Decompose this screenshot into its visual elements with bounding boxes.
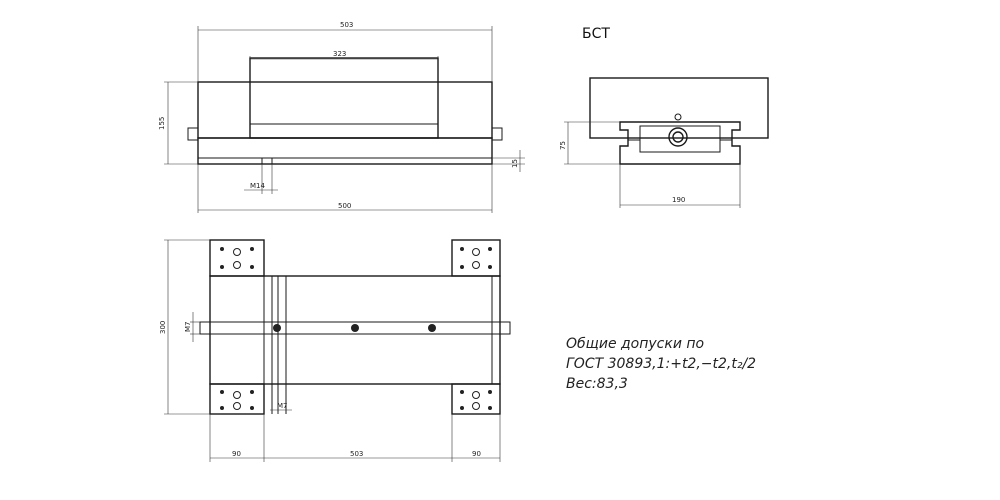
plan-ear-top-right	[451, 239, 501, 277]
dim-thread-plan-left: M7	[184, 322, 192, 333]
dim-slot-depth: 15	[511, 159, 519, 168]
dim-plan-right-ear: 90	[472, 450, 481, 458]
plan-ear-top-left	[209, 239, 265, 277]
dim-side-height: 75	[559, 141, 567, 150]
front-view: 503 323 155 15 M14 500	[158, 21, 525, 213]
plan-shaft-end-right	[499, 321, 511, 335]
plan-shaft-hole	[351, 324, 359, 332]
plan-ear-bottom-left	[209, 383, 265, 415]
plan-shaft-hole	[273, 324, 281, 332]
side-view: 75 190	[559, 77, 769, 208]
dim-thread-plan-bottom: M7	[277, 402, 288, 410]
side-small-hole	[674, 113, 682, 121]
drawing-title: БСТ	[582, 26, 610, 42]
dim-base-length: 500	[338, 202, 351, 210]
side-screw-inner	[672, 131, 684, 143]
front-body	[197, 81, 493, 139]
plan-ear-bottom-right	[451, 383, 501, 415]
note-line-1: Общие допуски по	[566, 336, 704, 352]
front-shaft-right	[491, 127, 503, 141]
dim-jaw-width: 323	[333, 50, 346, 58]
plan-shaft-end-left	[199, 321, 211, 335]
dim-plan-depth: 300	[159, 321, 167, 334]
front-slot	[261, 157, 273, 165]
tolerance-notes: Общие допуски по ГОСТ 30893,1:+t2,−t2,t₂…	[566, 336, 756, 392]
dim-height-left: 155	[158, 117, 166, 130]
dim-plan-center: 503	[350, 450, 363, 458]
dim-top-width: 503	[340, 21, 353, 29]
plan-shaft-hole	[428, 324, 436, 332]
side-jaw	[589, 77, 769, 139]
note-line-2: ГОСТ 30893,1:+t2,−t2,t₂/2	[566, 356, 756, 372]
dim-side-width: 190	[672, 196, 685, 204]
note-line-3: Вес:83,3	[566, 376, 628, 392]
front-base	[197, 137, 493, 165]
dim-plan-left-ear: 90	[232, 450, 241, 458]
ear-holes	[220, 247, 492, 410]
side-screw-outer	[668, 127, 688, 147]
dim-thread-front: M14	[250, 182, 265, 190]
front-shaft-left	[187, 127, 199, 141]
front-jaw	[249, 57, 439, 139]
plan-view: 300 M7 M7 90 503 90	[159, 239, 511, 462]
